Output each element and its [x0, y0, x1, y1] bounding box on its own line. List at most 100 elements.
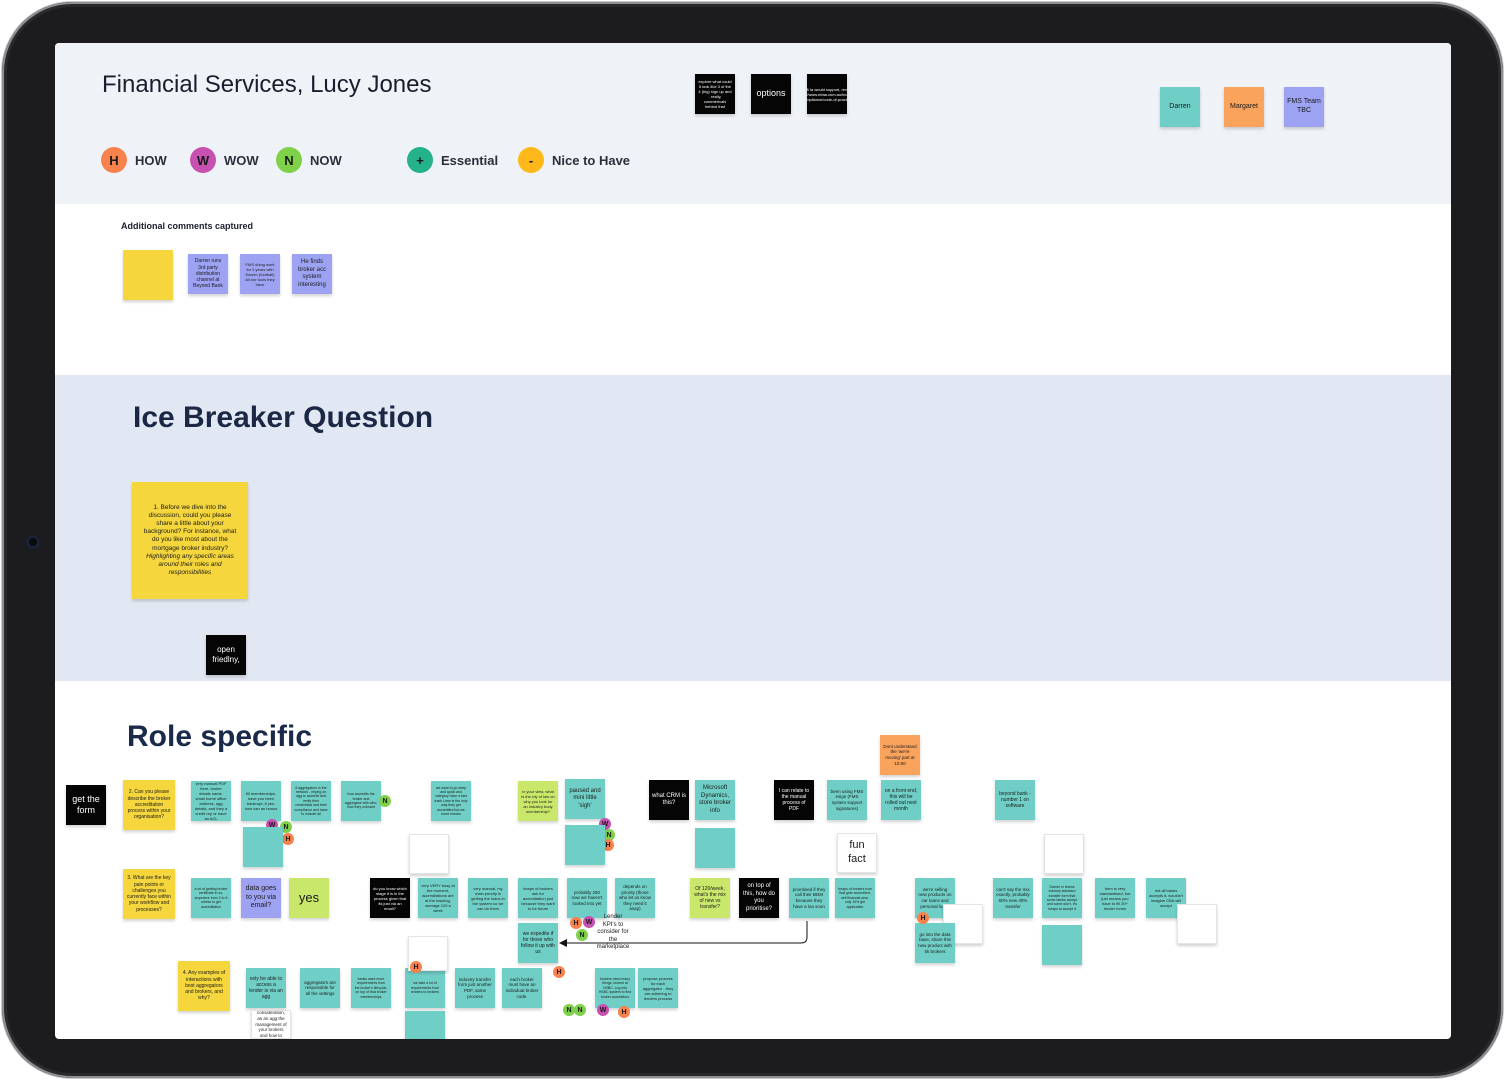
- sticky-note[interactable]: a lot of getting broker certificate in s…: [191, 878, 231, 918]
- how-icon: H: [282, 833, 294, 845]
- sticky-note[interactable]: data goes to you via email?: [241, 878, 281, 918]
- camera-lens: [26, 535, 40, 549]
- ice-breaker-question-note[interactable]: 1. Before we dive into the discussion, c…: [132, 482, 248, 599]
- sticky-note[interactable]: can't say the mix exactly, probably 60% …: [993, 878, 1033, 918]
- legend-label: WOW: [224, 152, 259, 168]
- comment-note-darren[interactable]: Darren runs 3rd party distribution chann…: [188, 254, 228, 294]
- comments-heading: Additional comments captured: [121, 221, 254, 231]
- sticky-note[interactable]: on a front end, this will be rolled out …: [881, 780, 921, 820]
- sticky-note[interactable]: each broker must have an individual brok…: [502, 968, 542, 1008]
- sticky-note[interactable]: probably 250 now we haven't looked into …: [567, 878, 607, 918]
- now-icon: N: [563, 1004, 575, 1016]
- sticky-note[interactable]: [695, 828, 735, 868]
- sticky-note[interactable]: Darren in teams industry standard transf…: [1042, 878, 1082, 918]
- sticky-note[interactable]: in your view, what is the rdy of law on …: [518, 781, 558, 821]
- sticky-note[interactable]: aggregators are responsible for all the …: [300, 968, 340, 1008]
- how-icon: H: [602, 839, 614, 851]
- sticky-note[interactable]: paused and mini little 'sigh': [565, 779, 605, 819]
- ice-breaker-side-note[interactable]: open friedlny,: [206, 635, 246, 675]
- sticky-note[interactable]: Of 120/week, what's the mix of new vs tr…: [690, 878, 730, 918]
- wow-icon: W: [583, 916, 595, 928]
- header-note-options[interactable]: options: [751, 74, 791, 114]
- legend-label: HOW: [135, 152, 167, 168]
- wow-icon: W: [190, 147, 216, 173]
- ice-breaker-band: [55, 375, 1451, 681]
- sticky-note[interactable]: propose process for each aggregator - th…: [638, 968, 678, 1008]
- legend-how: H HOW: [101, 147, 167, 173]
- question-text: 1. Before we dive into the discussion, c…: [143, 503, 237, 552]
- board-title: Financial Services, Lucy Jones: [102, 71, 432, 98]
- sticky-note[interactable]: fill memberships, have you been bankrupt…: [241, 781, 281, 821]
- header-note-agg-support[interactable]: agg & la would support, review - https:/…: [807, 74, 847, 114]
- sticky-note[interactable]: go into the data base, share this new pr…: [915, 923, 955, 963]
- whiteboard-canvas[interactable]: Financial Services, Lucy Jones explore w…: [55, 43, 1451, 1039]
- sticky-note[interactable]: how accredits the broker and aggregator …: [341, 781, 381, 821]
- question-note[interactable]: 2. Can you please describe the broker ac…: [123, 780, 175, 830]
- sticky-note[interactable]: brokers need many things, looked at HSBC…: [595, 968, 635, 1008]
- sticky-note[interactable]: heaps of brokers ask for accreditation j…: [518, 878, 558, 918]
- wow-icon: W: [597, 1004, 609, 1016]
- sticky-note[interactable]: [1177, 904, 1217, 944]
- sticky-note[interactable]: [1042, 925, 1082, 965]
- now-icon: N: [576, 929, 588, 941]
- sticky-note[interactable]: been using FMS esign (FMS system support…: [827, 780, 867, 820]
- sticky-note[interactable]: [408, 936, 448, 971]
- how-icon: H: [570, 917, 582, 929]
- comment-note-blank[interactable]: [123, 250, 173, 300]
- header-note-explore[interactable]: explore what could it look like 3 of the…: [695, 74, 735, 114]
- sticky-note[interactable]: only be able to access a lender is via a…: [246, 968, 286, 1008]
- person-note-fms-team[interactable]: FMS Team TBC: [1284, 87, 1324, 127]
- sticky-note[interactable]: beyond bank - number 1 on software: [995, 780, 1035, 820]
- question-note[interactable]: 3. What are the key pain points or chall…: [123, 869, 175, 919]
- legend-wow: W WOW: [190, 147, 259, 173]
- sticky-note[interactable]: Lender KPI's to consider for the marketp…: [596, 914, 630, 951]
- sticky-note[interactable]: [243, 827, 283, 867]
- sticky-note[interactable]: heaps of brokers now that gets accredite…: [835, 878, 875, 918]
- sticky-note[interactable]: I can relate to the manual process of PD…: [774, 780, 814, 820]
- how-icon: H: [917, 912, 929, 924]
- now-icon: N: [280, 821, 292, 833]
- sticky-note[interactable]: very manual PDF form, broker details nam…: [191, 781, 231, 821]
- how-icon: H: [618, 1006, 630, 1018]
- person-note-margaret[interactable]: Margaret: [1224, 87, 1264, 127]
- sticky-note[interactable]: fun fact: [837, 833, 877, 873]
- legend-essential: + Essential: [407, 147, 498, 173]
- comment-note-fms[interactable]: FMS doing work for 2 years with Darren (…: [240, 254, 280, 294]
- question-note[interactable]: 4. Any examples of interactions with bes…: [178, 961, 230, 1011]
- header-band: [55, 43, 1451, 204]
- sticky-note[interactable]: Dont understand the 'we're moving' part …: [880, 735, 920, 775]
- sticky-note[interactable]: [405, 1011, 445, 1039]
- sticky-note[interactable]: industry transfer form just another PDF,…: [455, 968, 495, 1008]
- sticky-note[interactable]: [1044, 834, 1084, 874]
- sticky-note[interactable]: what CRM is this?: [649, 780, 689, 820]
- sticky-note[interactable]: yes: [289, 878, 329, 918]
- sticky-note[interactable]: 8 aggregators in the network - relying o…: [291, 781, 331, 821]
- now-icon: N: [276, 147, 302, 173]
- legend-label: NOW: [310, 152, 342, 168]
- sticky-note[interactable]: form is very standardised, but just mean…: [1095, 878, 1135, 918]
- legend-nice-to-have: - Nice to Have: [518, 147, 630, 173]
- sticky-note[interactable]: banks want more requirements from the br…: [351, 968, 391, 1008]
- sticky-note[interactable]: [409, 834, 449, 874]
- person-note-darren[interactable]: Darren: [1160, 87, 1200, 127]
- legend-label: Nice to Have: [552, 152, 631, 168]
- sticky-note[interactable]: Microsoft Dynamics, store broker info: [695, 780, 735, 820]
- now-icon: N: [574, 1004, 586, 1016]
- how-icon: H: [101, 147, 127, 173]
- sticky-note[interactable]: on top of this, how do you prioritise?: [739, 878, 779, 918]
- sticky-note[interactable]: consideration, as an agg the management …: [251, 1010, 291, 1039]
- sticky-note[interactable]: we expedite if for those who follow it u…: [518, 923, 558, 963]
- comment-note-broker-acc[interactable]: He finds broker acc system interesting: [292, 254, 332, 294]
- sticky-note[interactable]: depends on priority (those who let us kn…: [615, 878, 655, 918]
- sticky-note[interactable]: do you know which stage it is in the pro…: [370, 878, 410, 918]
- sticky-note[interactable]: prioritised if they call their BDM becau…: [789, 878, 829, 918]
- sticky-note[interactable]: [565, 825, 605, 865]
- sticky-note[interactable]: we take a lot of requirements from lende…: [405, 968, 445, 1008]
- how-icon: H: [553, 966, 565, 978]
- sticky-note[interactable]: get the form: [66, 785, 106, 825]
- sticky-note[interactable]: we want to go deep and quick and categor…: [431, 781, 471, 821]
- sticky-note[interactable]: very VERY busy at the moment, accreditat…: [418, 878, 458, 918]
- now-icon: N: [603, 829, 615, 841]
- sticky-note[interactable]: very manual, my main priority is getting…: [468, 878, 508, 918]
